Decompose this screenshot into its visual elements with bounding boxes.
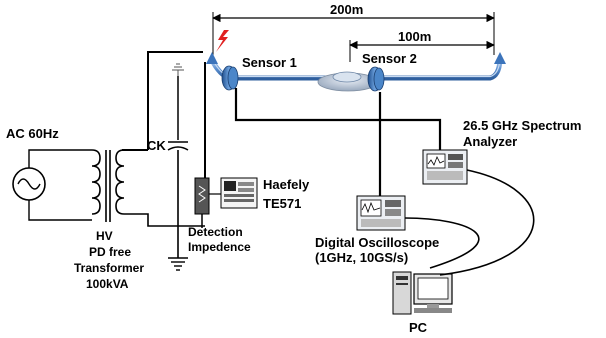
- distance-200m-arrow: [212, 12, 495, 55]
- left-termination-icon: [206, 52, 218, 64]
- hv-label: HV: [96, 229, 113, 243]
- right-termination-icon: [494, 52, 506, 64]
- distance-100m-arrow: [349, 40, 495, 62]
- haefely-label-1: Haefely: [263, 177, 310, 192]
- transformer-label-1: PD free: [89, 245, 131, 259]
- haefely-te571-icon: [209, 177, 258, 209]
- sensor-signal-wiring: [234, 88, 442, 196]
- transformer-icon: [91, 149, 178, 227]
- transformer-label-3: 100kVA: [86, 277, 129, 291]
- pc-icon: [392, 271, 453, 315]
- sensor-1-icon: [221, 65, 239, 91]
- ground-icon: [172, 63, 184, 140]
- sensor-2-label: Sensor 2: [362, 51, 417, 66]
- spectrum-label-1: 26.5 GHz Spectrum: [463, 118, 582, 133]
- detection-label-2: Impedence: [188, 240, 251, 254]
- detection-label-1: Detection: [188, 225, 243, 239]
- distance-200m-label: 200m: [330, 2, 363, 17]
- cable-joint: [317, 71, 379, 92]
- bottom-ground-icon: [168, 257, 188, 271]
- distance-100m-label: 100m: [398, 29, 431, 44]
- ac-source-icon: [12, 149, 92, 221]
- hv-circuit-wiring: [122, 51, 206, 178]
- sensor-2-icon: [367, 66, 385, 92]
- capacitor-icon: [167, 141, 189, 258]
- spectrum-analyzer-icon: [422, 149, 468, 185]
- ac-source-label: AC 60Hz: [6, 126, 59, 141]
- oscilloscope-icon: [356, 195, 406, 231]
- oscilloscope-label-2: (1GHz, 10GS/s): [315, 250, 408, 265]
- sensor-1-label: Sensor 1: [242, 55, 297, 70]
- oscilloscope-label-1: Digital Oscilloscope: [315, 235, 439, 250]
- spectrum-label-2: Analyzer: [463, 134, 517, 149]
- ck-label: CK: [147, 138, 166, 153]
- spark-icon: [216, 30, 229, 52]
- transformer-label-2: Transformer: [74, 261, 144, 275]
- haefely-label-2: TE571: [263, 196, 301, 211]
- pc-instrument-cables: [404, 169, 535, 276]
- detection-impedance: [178, 177, 210, 228]
- pc-label: PC: [409, 320, 428, 335]
